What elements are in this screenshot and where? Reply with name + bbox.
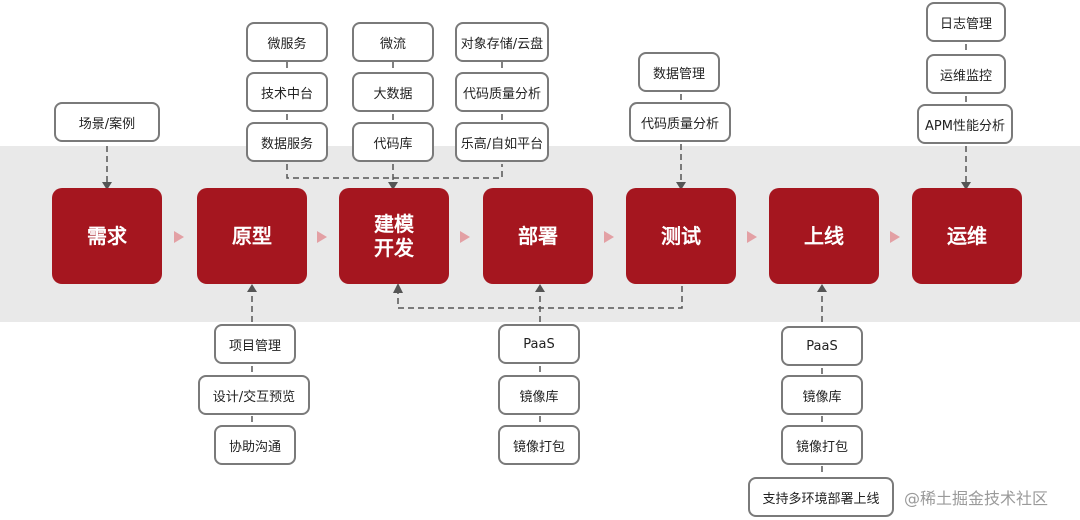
tag-lego-platform: 乐高/自如平台: [455, 122, 549, 162]
tag-release-image-repo: 镜像库: [781, 375, 863, 415]
tag-code-quality: 代码质量分析: [455, 72, 549, 112]
tag-data-management: 数据管理: [638, 52, 720, 92]
tag-object-storage: 对象存储/云盘: [455, 22, 549, 62]
tag-scene: 场景/案例: [54, 102, 160, 142]
stage-prototype: 原型: [197, 188, 307, 284]
tag-code-repo: 代码库: [352, 122, 434, 162]
tag-apm-analysis: APM性能分析: [917, 104, 1013, 144]
flow-arrow-icon: [317, 231, 327, 243]
tag-tech-platform: 技术中台: [246, 72, 328, 112]
stage-modeling-dev: 建模 开发: [339, 188, 449, 284]
tag-deploy-image-pack: 镜像打包: [498, 425, 580, 465]
tag-collaboration: 协助沟通: [214, 425, 296, 465]
tag-test-code-quality: 代码质量分析: [629, 102, 731, 142]
tag-project-management: 项目管理: [214, 324, 296, 364]
flow-arrow-icon: [460, 231, 470, 243]
flow-arrow-icon: [174, 231, 184, 243]
tag-ops-monitoring: 运维监控: [926, 54, 1006, 94]
tag-big-data: 大数据: [352, 72, 434, 112]
tag-deploy-paas: PaaS: [498, 324, 580, 364]
stage-requirements: 需求: [52, 188, 162, 284]
flow-arrow-icon: [747, 231, 757, 243]
tag-release-paas: PaaS: [781, 326, 863, 366]
stage-deploy: 部署: [483, 188, 593, 284]
tag-design-preview: 设计/交互预览: [198, 375, 310, 415]
stage-release: 上线: [769, 188, 879, 284]
tag-multi-env-release: 支持多环境部署上线: [748, 477, 894, 517]
flow-arrow-icon: [604, 231, 614, 243]
tag-deploy-image-repo: 镜像库: [498, 375, 580, 415]
flow-arrow-icon: [890, 231, 900, 243]
tag-release-image-pack: 镜像打包: [781, 425, 863, 465]
watermark: @稀土掘金技术社区: [904, 489, 1049, 508]
tag-log-management: 日志管理: [926, 2, 1006, 42]
stage-test: 测试: [626, 188, 736, 284]
tag-microflow: 微流: [352, 22, 434, 62]
stage-ops: 运维: [912, 188, 1022, 284]
tag-data-service: 数据服务: [246, 122, 328, 162]
tag-microservice: 微服务: [246, 22, 328, 62]
